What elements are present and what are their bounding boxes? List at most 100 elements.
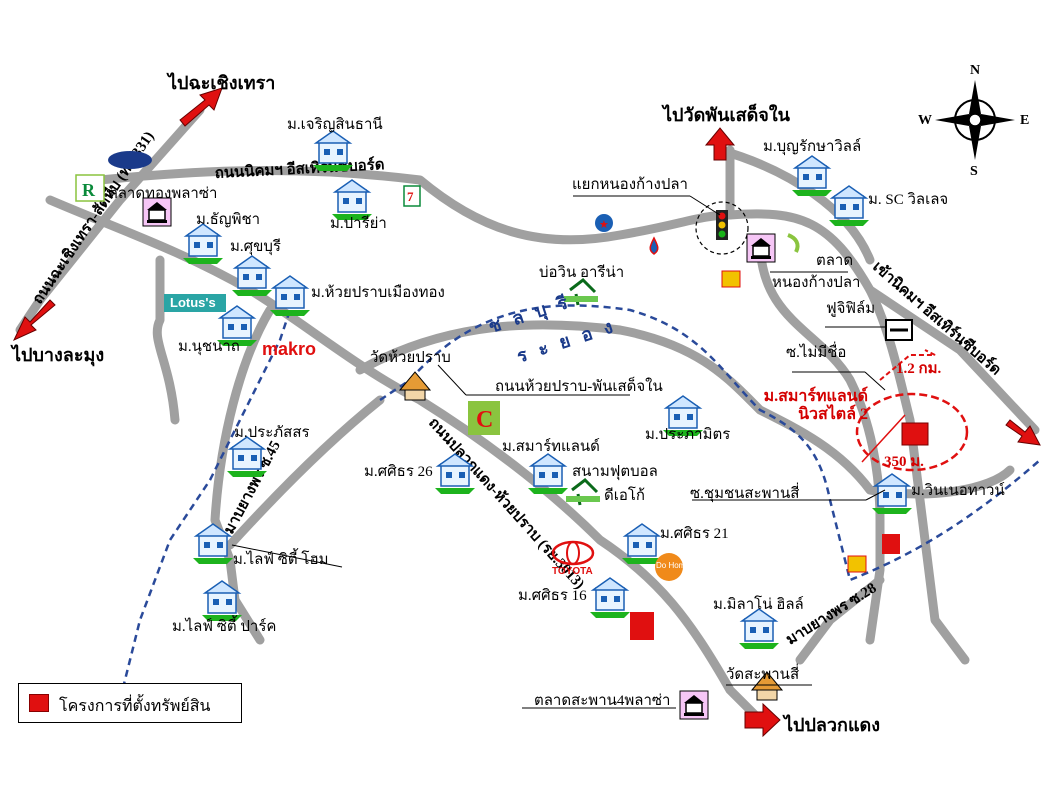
label-huai-prap-phan-sadet: ถนนห้วยปราบ-พันเสด็จใน bbox=[495, 379, 663, 395]
arrow-eastern-seaboard-icon bbox=[1005, 419, 1041, 446]
compass-icon bbox=[935, 80, 1015, 160]
label-soi-mai-mi-chue: ซ.ไม่มีชื่อ bbox=[786, 345, 847, 361]
label-winner-town: ม.วินเนอทาวน์ bbox=[911, 483, 1005, 499]
temple-icon bbox=[398, 371, 432, 391]
house-icon bbox=[791, 155, 833, 197]
dest-bang-lamung: ไปบางละมุง bbox=[12, 345, 105, 365]
road-left-drop bbox=[152, 255, 180, 425]
road-mid-west bbox=[225, 395, 385, 550]
label-football-field: สนามฟุตบอล bbox=[572, 464, 658, 480]
house-icon bbox=[331, 179, 373, 221]
province-boundary bbox=[118, 304, 1041, 701]
house-icon bbox=[269, 275, 311, 317]
label-huai-prap-mueang-thong: ม.ห้วยปราบเมืองทอง bbox=[311, 285, 445, 301]
arrow-wat-phan-sadet-icon bbox=[704, 127, 736, 161]
label-wat-huai-prap: วัดห้วยปราบ bbox=[370, 350, 451, 366]
radius-circle bbox=[855, 392, 969, 472]
house-icon bbox=[738, 608, 780, 650]
ford-logo bbox=[108, 151, 152, 169]
label-pramitr: ม.ประภามิตร bbox=[645, 427, 731, 443]
ptt-icon bbox=[787, 233, 800, 253]
label-smart-land-newstyle: ม.สมาร์ทแลนด์ นิวสไตล์ 2 bbox=[763, 388, 868, 423]
label-pariya: ม.ปารีย่า bbox=[330, 216, 387, 232]
dest-wat-phan-sadet: ไปวัดพันเสด็จใน bbox=[663, 105, 790, 125]
legend-marker-icon bbox=[29, 694, 49, 712]
market-icon bbox=[142, 197, 172, 227]
compass-e: E bbox=[1020, 113, 1029, 128]
compass-w: W bbox=[918, 113, 932, 128]
arrow-pluak-daeng-icon bbox=[744, 702, 781, 738]
radius-1-2km bbox=[879, 349, 936, 381]
shell-icon bbox=[847, 555, 867, 573]
seven-eleven-icon bbox=[403, 185, 421, 207]
label-sirin-16: ม.ศศิธร 16 bbox=[518, 588, 587, 604]
label-dist-350m: 350 ม. bbox=[884, 454, 924, 470]
svg-text:C: C bbox=[476, 407, 493, 433]
house-icon bbox=[182, 223, 224, 265]
label-dist-1-2km: 1.2 กม. bbox=[896, 361, 942, 377]
label-makro: makro bbox=[262, 339, 317, 359]
label-wat-saphan-si: วัดสะพานสี่ bbox=[726, 667, 800, 683]
label-prapassorn: ม.ประภัสสร bbox=[234, 425, 310, 441]
house-icon bbox=[312, 130, 354, 172]
dest-chachoengsao: ไปฉะเชิงเทรา bbox=[168, 73, 276, 93]
junction-circle bbox=[695, 201, 749, 255]
dohome-icon bbox=[655, 553, 683, 581]
station-icon bbox=[595, 214, 613, 232]
label-thalad-thong: ตลาดทองพลาซ่า bbox=[108, 186, 218, 202]
svg-text:7: 7 bbox=[407, 189, 414, 204]
house-icon bbox=[226, 436, 268, 478]
svg-text:★: ★ bbox=[599, 219, 609, 231]
label-nong-kang-pla-junction: แยกหนองก้างปลา bbox=[572, 177, 688, 193]
road-eastern-industrial bbox=[95, 166, 1040, 435]
project-marker-icon bbox=[901, 422, 929, 446]
house-icon bbox=[828, 185, 870, 227]
label-milano-hills: ม.มิลาโน่ ฮิลล์ bbox=[713, 597, 804, 613]
arrow-bang-lamung-icon bbox=[12, 299, 56, 342]
label-saphan-4-plaza: ตลาดสะพาน4พลาซ่า bbox=[534, 693, 671, 709]
robinson-logo bbox=[75, 174, 105, 202]
svg-text:R: R bbox=[82, 180, 96, 200]
label-soi-chumchon: ซ.ชุมชนสะพานสี่ bbox=[690, 486, 800, 502]
house-icon bbox=[527, 453, 569, 495]
label-life-city-park: ม.ไลฟ์ ซิตี้ ปาร์ค bbox=[172, 619, 277, 635]
label-sukhburi: ม.ศุขบุรี bbox=[230, 239, 281, 255]
label-fujifilm: ฟูจิฟิล์ม bbox=[826, 301, 876, 317]
legend: โครงการที่ตั้งทรัพย์สิน bbox=[18, 683, 242, 723]
shell-icon bbox=[721, 270, 741, 288]
house-icon bbox=[589, 577, 631, 619]
fuel-icon bbox=[882, 534, 900, 554]
label-nong-kang-pla: หนองก้างปลา bbox=[772, 275, 861, 291]
road-label-maptaphut-28: มาบยางพร ซ.28 bbox=[784, 580, 880, 648]
label-bowin-arena: บ่อวิน อารีน่า bbox=[539, 265, 625, 281]
compass-s: S bbox=[970, 164, 978, 179]
label-sirin-21: ม.ศศิธร 21 bbox=[660, 526, 729, 542]
dest-pluak-daeng: ไปปลวกแดง bbox=[784, 715, 881, 735]
market-icon bbox=[679, 690, 709, 720]
label-lotus: Lotus's bbox=[170, 295, 216, 310]
market-icon bbox=[746, 233, 776, 263]
label-life-city-home: ม.ไลฟ์ ซิตี้ โฮม bbox=[233, 552, 329, 568]
tesco-icon bbox=[468, 401, 500, 435]
homepro-icon bbox=[630, 612, 654, 640]
road-soi-28 bbox=[795, 575, 885, 665]
label-boonrak-villa: ม.บุญรักษาวิลล์ bbox=[763, 139, 862, 155]
label-nusanat: ม.นุชนาถ bbox=[178, 339, 240, 355]
compass-n: N bbox=[970, 63, 980, 78]
label-sc-village: ม. SC วิลเลจ bbox=[868, 192, 949, 208]
gas-drop-icon bbox=[649, 236, 659, 255]
label-d-o-kai: ดีเอโก้ bbox=[604, 488, 646, 504]
label-smart-land: ม.สมาร์ทแลนด์ bbox=[502, 439, 600, 455]
label-do-home: Do Home bbox=[656, 561, 690, 570]
legend-label: โครงการที่ตั้งทรัพย์สิน bbox=[59, 698, 211, 715]
house-icon bbox=[621, 523, 663, 565]
arrow-chachoengsao-icon bbox=[179, 87, 223, 127]
label-toyota: TOYOTA bbox=[552, 566, 593, 577]
label-sirin-26: ม.ศศิธร 26 bbox=[364, 464, 433, 480]
label-charoensinthani: ม.เจริญสินธานี bbox=[287, 117, 383, 133]
lotus-logo bbox=[164, 294, 226, 312]
road-chachoengsao-sattahip bbox=[15, 105, 205, 335]
label-talad: ตลาด bbox=[816, 253, 854, 269]
label-thanyaphicha: ม.ธัญพิชา bbox=[196, 212, 261, 228]
